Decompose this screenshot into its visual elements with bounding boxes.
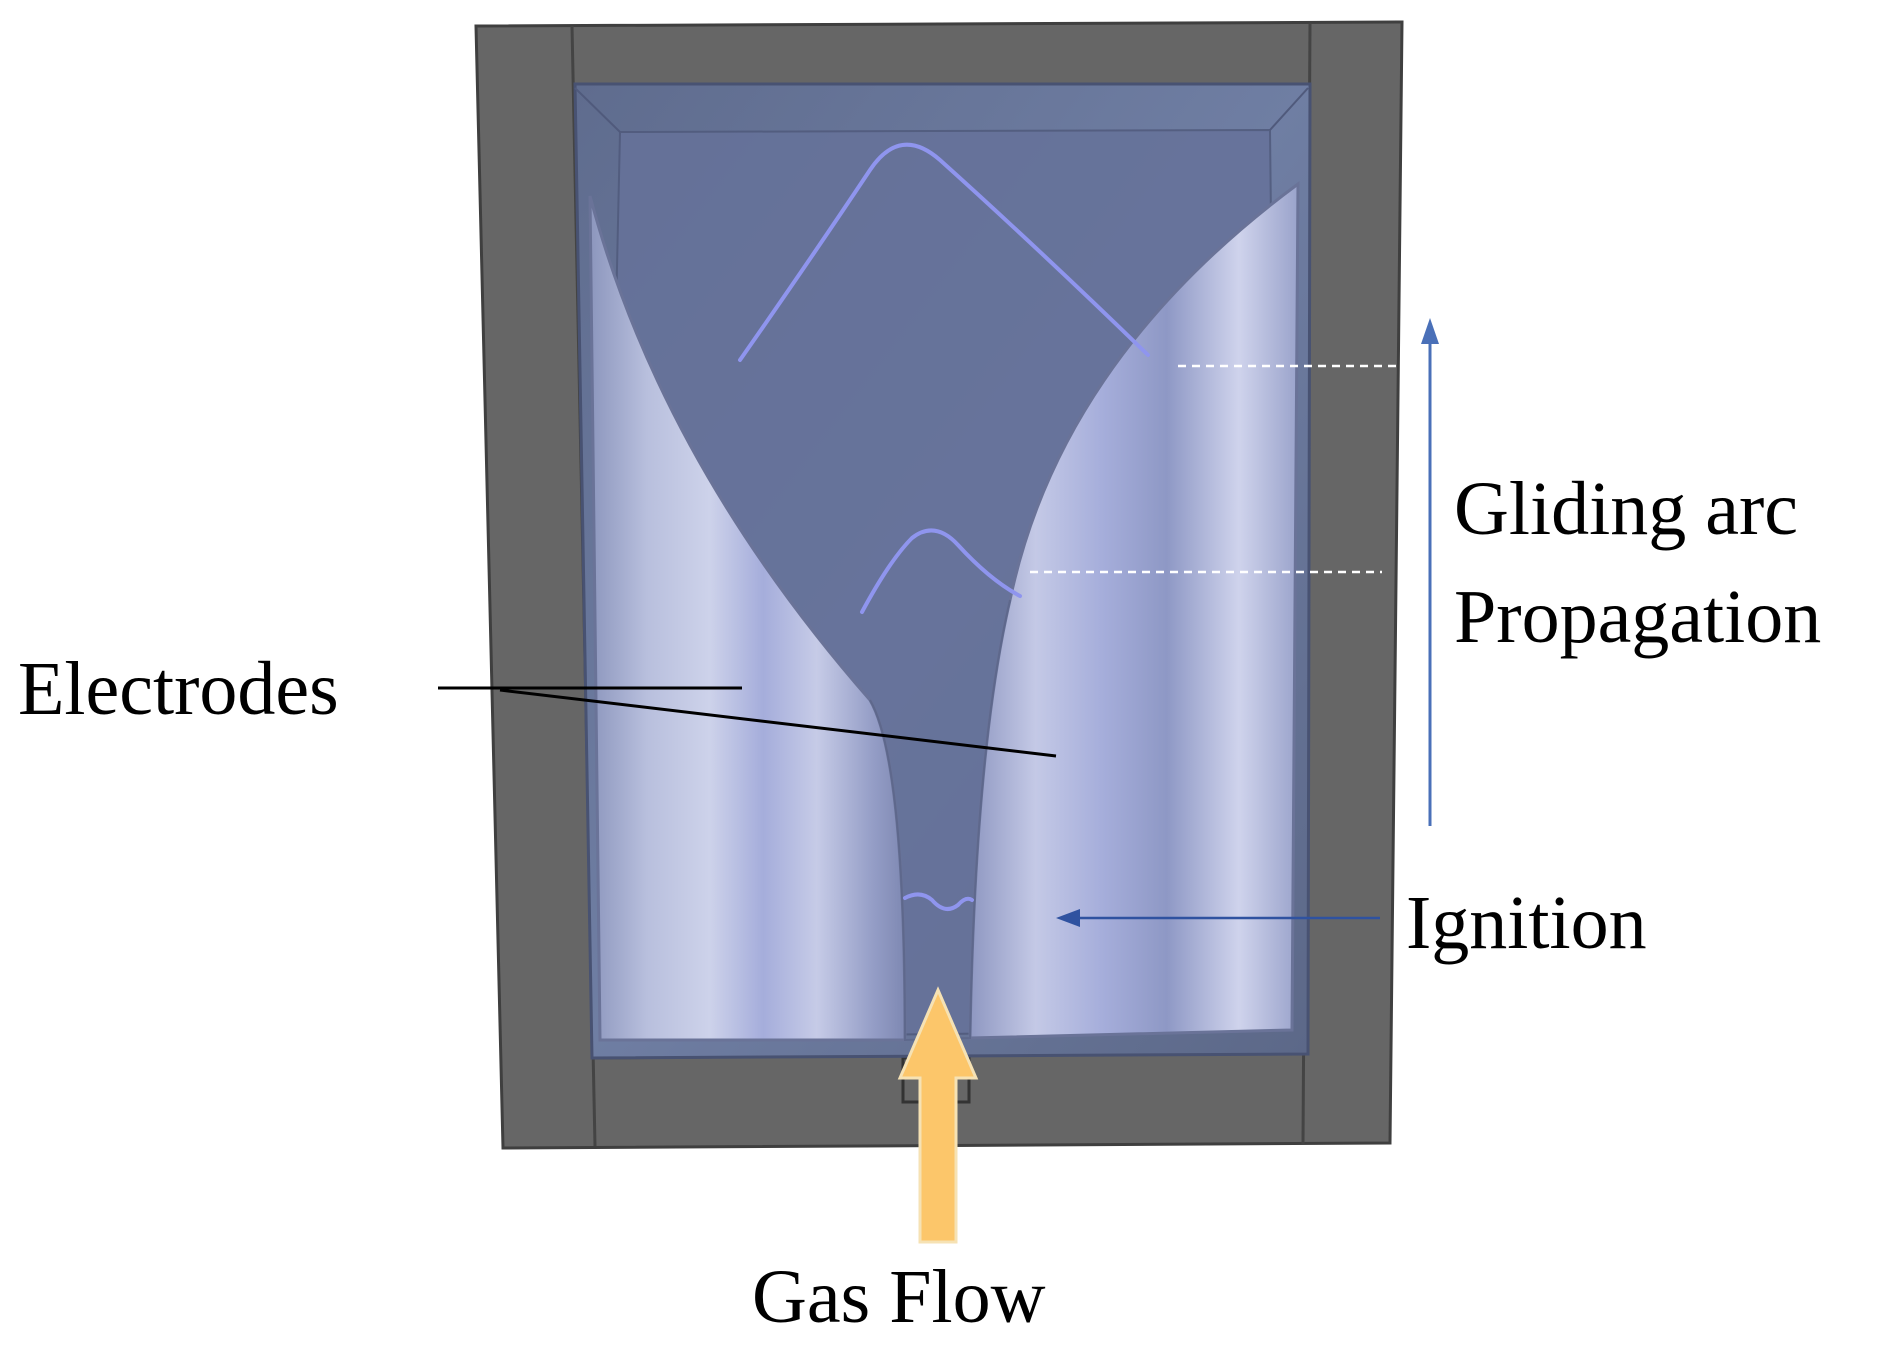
arrow-left-icon	[1056, 909, 1080, 927]
ignition-label: Ignition	[1406, 881, 1647, 965]
leader-line-right	[499, 688, 1057, 758]
gas-flow-label: Gas Flow	[752, 1255, 1046, 1339]
electrodes	[588, 181, 1300, 1042]
gliding-arcs	[738, 142, 1150, 911]
propagation-guides	[1030, 364, 1398, 574]
gliding-arc-label-line2: Propagation	[1454, 575, 1821, 659]
chamber-corner-tl	[574, 87, 621, 133]
arc-top	[738, 142, 1150, 362]
electrodes-leader	[438, 686, 1057, 758]
chamber-corner-tr	[1269, 87, 1309, 131]
gliding-arc-label-line1: Gliding arc	[1454, 467, 1798, 551]
electrode-gap-channel	[869, 599, 1011, 1042]
arc-middle	[860, 528, 1022, 614]
arrow-up-icon	[1421, 318, 1439, 344]
propagation-arrow	[1421, 318, 1439, 826]
ignition-arrow	[1056, 909, 1380, 927]
arc-ignition	[903, 892, 974, 911]
up-arrow-icon	[897, 986, 979, 1244]
electrodes-label: Electrodes	[18, 647, 339, 731]
gas-flow-arrow	[897, 986, 979, 1244]
